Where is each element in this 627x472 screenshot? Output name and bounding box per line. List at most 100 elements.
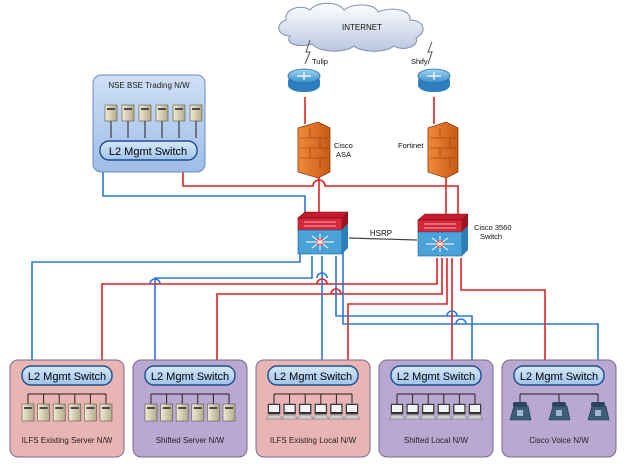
server-icon (189, 104, 203, 138)
network-title: ILFS Existing Local N/W (270, 436, 357, 445)
server-icon (144, 403, 158, 422)
crossover-bump (149, 278, 161, 285)
server-icon (21, 403, 35, 422)
link-hsrp (348, 237, 418, 241)
firewall-cisco-asa[interactable]: Cisco ASA (297, 121, 353, 179)
link-core2-box3-red (347, 258, 448, 368)
computer-icon (343, 403, 361, 420)
l2-switch[interactable]: L2 Mgmt Switch (390, 365, 482, 386)
computer-icon (419, 403, 437, 420)
firewall-label-line: Cisco (334, 141, 353, 150)
crossover-bump (446, 310, 458, 317)
ip-phone-icon (587, 402, 610, 421)
core-switch-label-line: Switch (480, 232, 502, 241)
firewall-icon (427, 121, 459, 179)
computer-icon (435, 403, 453, 420)
computer-icon (281, 403, 299, 420)
computer-icon (388, 403, 406, 420)
server-icon (191, 403, 205, 422)
core-switch-label-line: Cisco 3560 (474, 223, 512, 232)
l2-switch[interactable]: L2 Mgmt Switch (21, 365, 113, 386)
switch-label: L2 Mgmt Switch (151, 371, 229, 383)
firewall-icon (297, 121, 331, 179)
link-core2-box1-red (101, 258, 438, 368)
device-row (265, 393, 361, 420)
switch-label: L2 Mgmt Switch (28, 371, 106, 383)
device-row (509, 393, 610, 421)
link-core1-box4-blue (335, 256, 473, 368)
network-title: Cisco Voice N/W (529, 436, 589, 445)
computer-icon (466, 403, 484, 420)
network-title: NSE BSE Trading N/W (108, 81, 190, 90)
server-icon (121, 104, 135, 138)
server-icon (138, 104, 152, 138)
router-tulip[interactable]: Tulip (287, 57, 328, 92)
l2-switch[interactable]: L2 Mgmt Switch (513, 365, 605, 386)
server-icon (160, 403, 173, 422)
nse-bse-trading-network: NSE BSE Trading N/W L2 Mgmt Switch (92, 74, 206, 173)
switch-label: L2 Mgmt Switch (520, 371, 598, 383)
device-row (21, 393, 113, 422)
firewall-label-line: Fortinet (398, 141, 424, 150)
computer-icon (265, 403, 283, 420)
link-topbox-blue (102, 171, 306, 215)
links (31, 97, 599, 368)
link-core2-box5-red (460, 258, 546, 368)
link-core1-box5-blue (342, 252, 599, 368)
device-row (144, 393, 236, 422)
l2-switch[interactable]: L2 Mgmt Switch (144, 365, 236, 386)
crossover-bump (316, 272, 328, 279)
cloud-icon (278, 2, 424, 52)
core-switch-1[interactable] (297, 211, 349, 255)
switch-label: L2 Mgmt Switch (274, 371, 352, 383)
server-row (104, 104, 203, 138)
network-title: Shifted Local N/W (404, 436, 468, 445)
server-icon (155, 104, 169, 138)
internet-cloud: INTERNET (278, 2, 433, 65)
link-topbox-red (182, 160, 459, 215)
server-icon (68, 403, 82, 422)
server-icon (104, 104, 118, 138)
server-icon (37, 403, 50, 422)
ip-phone-icon (548, 402, 571, 421)
internet-label: INTERNET (342, 23, 382, 32)
crossover-bump (455, 318, 467, 325)
server-icon (222, 403, 236, 422)
link-core1-box2-blue (154, 256, 313, 368)
router-label: Tulip (312, 57, 328, 66)
server-icon (52, 403, 66, 422)
firewall-label-line: ASA (336, 150, 351, 159)
link-core1-box1-blue (31, 250, 301, 368)
hsrp-label: HSRP (370, 229, 392, 238)
crossover-bump (330, 288, 342, 295)
server-icon (207, 403, 220, 422)
computer-icon (404, 403, 422, 420)
network-title: ILFS Existing Server N/W (22, 436, 113, 445)
computer-icon (450, 403, 468, 420)
computer-icon (312, 403, 330, 420)
server-icon (84, 403, 97, 422)
computer-icon (296, 403, 314, 420)
server-icon (175, 403, 189, 422)
crossover-bump (316, 278, 328, 285)
server-icon (172, 104, 186, 138)
link-core2-box2-red (216, 258, 443, 368)
router-shify[interactable]: Shify (411, 57, 451, 92)
switch-label: L2 Mgmt Switch (109, 146, 187, 158)
network-title: Shifted Server N/W (156, 436, 225, 445)
l2-switch[interactable]: L2 Mgmt Switch (99, 140, 198, 161)
core-switch-2[interactable]: Cisco 3560 Switch (417, 213, 512, 257)
lightning-icon (427, 41, 433, 65)
device-row (388, 393, 484, 420)
server-icon (99, 403, 113, 422)
computer-icon (327, 403, 345, 420)
l2-switch[interactable]: L2 Mgmt Switch (267, 365, 359, 386)
firewall-fortinet[interactable]: Fortinet (398, 121, 459, 179)
